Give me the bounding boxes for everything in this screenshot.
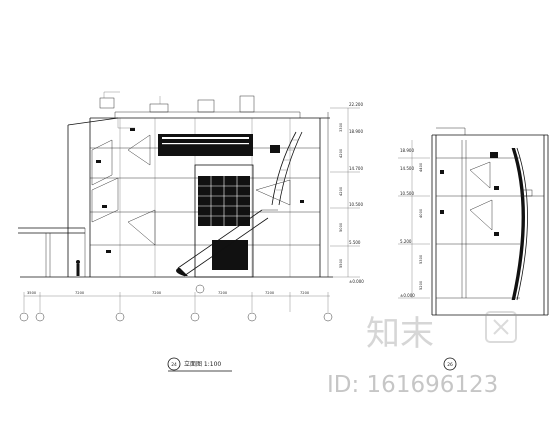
level-label: ±0.000 xyxy=(349,279,364,284)
dimension-label: 7200 xyxy=(265,291,275,295)
dimension-label: 7200 xyxy=(75,291,85,295)
left-drawing-title: 24 立面图 1:100 xyxy=(167,357,232,372)
dimension-label: 3500 xyxy=(27,291,37,295)
dimension-label: 5500 xyxy=(339,258,343,268)
level-label: 10.500 xyxy=(349,202,363,207)
watermark-logo-text: 知末 xyxy=(366,314,434,354)
dimension-label: 7200 xyxy=(152,291,162,295)
title-number: 26 xyxy=(447,362,453,368)
level-label: 5.200 xyxy=(400,239,412,244)
watermark-logo-icon xyxy=(485,311,517,343)
watermark: 知末 ID: 161696123 xyxy=(327,311,517,398)
dimension-label: 5000 xyxy=(339,222,343,232)
right-drawing-title: 26 xyxy=(443,357,457,371)
dimension-label: 5300 xyxy=(419,254,423,264)
grid-axis-bubbles xyxy=(19,284,333,322)
level-label: 10.500 xyxy=(400,191,414,196)
level-label: 22.200 xyxy=(349,102,363,107)
level-label: ±0.000 xyxy=(400,293,415,298)
left-level-markers: 22.200 18.900 14.700 10.500 5.500 ±0.000… xyxy=(330,102,364,284)
dimension-label: 5200 xyxy=(419,280,423,290)
left-elevation: 22.200 18.900 14.700 10.500 5.500 ±0.000… xyxy=(18,91,364,372)
title-text: 立面图 1:100 xyxy=(184,360,221,368)
dimension-label: 3300 xyxy=(339,122,343,132)
level-label: 18.900 xyxy=(400,148,414,153)
watermark-id: ID: 161696123 xyxy=(327,372,498,398)
title-number: 24 xyxy=(171,362,177,368)
level-label: 14.500 xyxy=(400,166,414,171)
dimension-label: 7200 xyxy=(218,291,228,295)
bottom-dimension-chain: 3500 7200 7200 7200 7200 7200 xyxy=(23,291,330,312)
level-label: 14.700 xyxy=(349,166,363,171)
dimension-label: 4200 xyxy=(339,148,343,158)
level-label: 5.500 xyxy=(349,240,361,245)
dimension-label: 4000 xyxy=(419,208,423,218)
dimension-label: 7200 xyxy=(300,291,310,295)
dimension-label: 4200 xyxy=(339,186,343,196)
right-level-markers: 18.900 14.500 10.500 5.200 ±0.000 4400 4… xyxy=(398,140,430,299)
level-label: 18.900 xyxy=(349,129,363,134)
dimension-label: 4400 xyxy=(419,162,423,172)
right-section: 18.900 14.500 10.500 5.200 ±0.000 4400 4… xyxy=(398,127,549,371)
